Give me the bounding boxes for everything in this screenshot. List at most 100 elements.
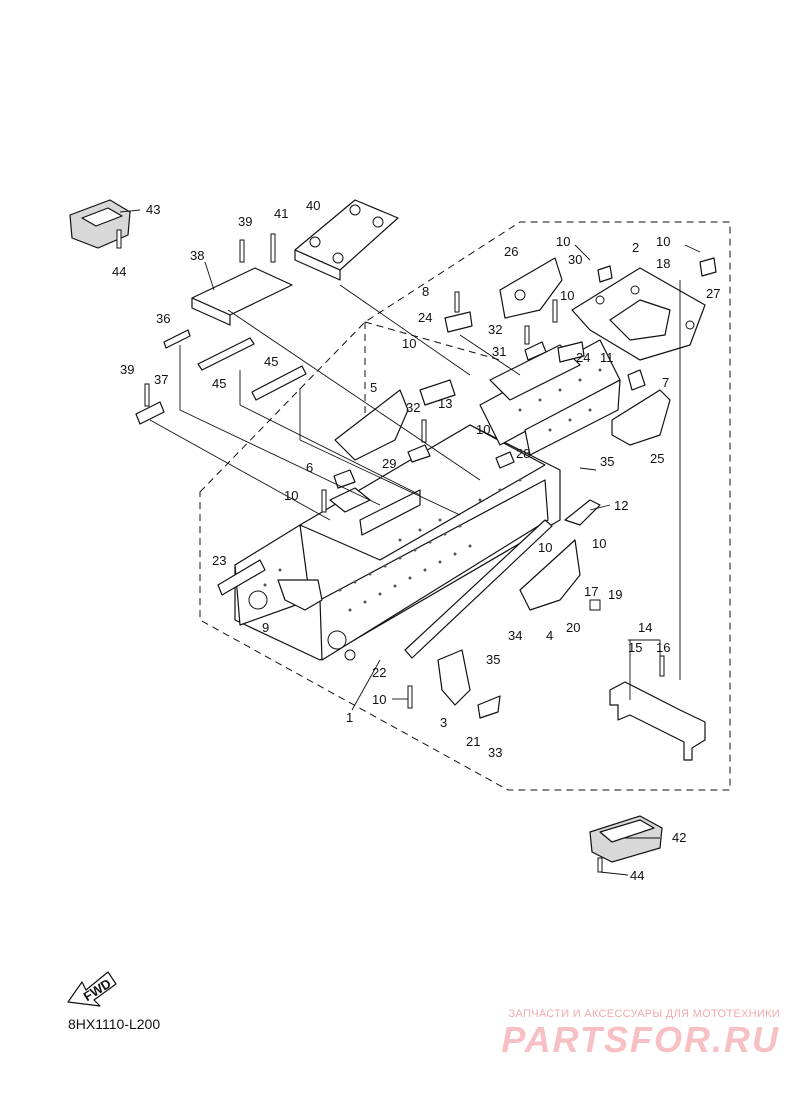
bracket-30 xyxy=(597,265,613,283)
gusset-9 xyxy=(277,579,323,611)
rail-22 xyxy=(404,519,553,659)
footrest-43 xyxy=(69,199,131,249)
assembly-boundary-main xyxy=(199,221,731,791)
plate-25 xyxy=(611,389,671,446)
callout-16: 16 xyxy=(656,640,670,655)
diagram-code: 8HX1110-L200 xyxy=(68,1016,161,1032)
callout-8: 8 xyxy=(422,284,429,299)
callout-10-g: 10 xyxy=(538,540,552,555)
bracket-2 xyxy=(571,267,706,361)
callout-2: 2 xyxy=(632,240,639,255)
callout-24-a: 24 xyxy=(418,310,432,325)
callout-30: 30 xyxy=(568,252,582,267)
callout-13: 13 xyxy=(438,396,452,411)
assembly-boundary-inner xyxy=(364,321,501,430)
bracket-28 xyxy=(495,451,515,469)
callout-10-a: 10 xyxy=(556,234,570,249)
callout-32-a: 32 xyxy=(488,322,502,337)
callout-7: 7 xyxy=(662,375,669,390)
callout-40: 40 xyxy=(306,198,320,213)
callout-21: 21 xyxy=(466,734,480,749)
callout-9: 9 xyxy=(262,620,269,635)
watermark-brand: PARTSFOR.RU xyxy=(501,1019,780,1060)
pad-37 xyxy=(135,401,165,425)
plate-4 xyxy=(519,539,581,611)
footrest-42 xyxy=(589,815,663,863)
callout-31: 31 xyxy=(492,344,506,359)
callout-36: 36 xyxy=(156,311,170,326)
callout-6: 6 xyxy=(306,460,313,475)
plate-21 xyxy=(477,695,501,719)
strip-45-left xyxy=(197,337,255,371)
callout-10-i: 10 xyxy=(372,692,386,707)
leader-lines xyxy=(119,209,701,876)
bracket-24-lower xyxy=(557,341,585,363)
bracket-6 xyxy=(333,469,356,489)
callout-labels: 1 2 3 4 5 6 7 8 9 10 10 10 10 10 10 10 1… xyxy=(112,198,720,883)
upper-tunnel-frame xyxy=(479,339,621,456)
callout-29: 29 xyxy=(382,456,396,471)
bracket-31 xyxy=(524,341,547,361)
callout-10-d: 10 xyxy=(402,336,416,351)
bolts xyxy=(116,229,665,873)
callout-44-a: 44 xyxy=(112,264,126,279)
watermark-tagline: ЗАПЧАСТИ И АКСЕССУАРЫ ДЛЯ МОТОТЕХНИКИ xyxy=(508,1008,780,1020)
callout-18: 18 xyxy=(656,256,670,271)
callout-45-b: 45 xyxy=(264,354,278,369)
callout-35-b: 35 xyxy=(486,652,500,667)
bracket-3 xyxy=(437,649,471,706)
callout-22: 22 xyxy=(372,665,386,680)
callout-10-f: 10 xyxy=(284,488,298,503)
rail-23 xyxy=(217,559,266,596)
callout-26: 26 xyxy=(504,244,518,259)
bracket-24-upper xyxy=(444,311,473,333)
plate-5 xyxy=(334,389,409,461)
fwd-arrow: FWD xyxy=(67,971,117,1007)
callout-12: 12 xyxy=(614,498,628,513)
callout-39-b: 39 xyxy=(120,362,134,377)
bracket-7 xyxy=(627,369,646,391)
callout-15: 15 xyxy=(628,640,642,655)
strip-45-right xyxy=(251,365,307,401)
callout-3: 3 xyxy=(440,715,447,730)
callout-35-a: 35 xyxy=(600,454,614,469)
bracket-29 xyxy=(407,444,431,463)
callout-23: 23 xyxy=(212,553,226,568)
pad-36 xyxy=(163,329,191,349)
callout-39-a: 39 xyxy=(238,214,252,229)
callout-27: 27 xyxy=(706,286,720,301)
callout-10-h: 10 xyxy=(592,536,606,551)
callout-44-b: 44 xyxy=(630,868,644,883)
bracket-12 xyxy=(564,499,601,526)
plate-26 xyxy=(499,257,563,319)
callout-20: 20 xyxy=(566,620,580,635)
callout-45-a: 45 xyxy=(212,376,226,391)
callout-33: 33 xyxy=(488,745,502,760)
callout-41: 41 xyxy=(274,206,288,221)
callout-10-b: 10 xyxy=(656,234,670,249)
callout-10-e: 10 xyxy=(476,422,490,437)
cover-40 xyxy=(294,199,399,281)
callout-34: 34 xyxy=(508,628,522,643)
callout-24-b: 24 xyxy=(576,350,590,365)
callout-4: 4 xyxy=(546,628,553,643)
watermark: ЗАПЧАСТИ И АКСЕССУАРЫ ДЛЯ МОТОТЕХНИКИ PA… xyxy=(501,1008,780,1060)
cover-38 xyxy=(191,267,293,326)
callout-19: 19 xyxy=(608,587,622,602)
callout-11: 11 xyxy=(600,350,614,365)
plate-13 xyxy=(419,379,456,406)
callout-25: 25 xyxy=(650,451,664,466)
callout-5: 5 xyxy=(370,380,377,395)
callout-17: 17 xyxy=(584,584,598,599)
callout-42: 42 xyxy=(672,830,686,845)
callout-14: 14 xyxy=(638,620,652,635)
callout-32-b: 32 xyxy=(406,400,420,415)
callout-37: 37 xyxy=(154,372,168,387)
callout-43: 43 xyxy=(146,202,160,217)
bracket-27 xyxy=(699,257,717,277)
callout-10-c: 10 xyxy=(560,288,574,303)
callout-38: 38 xyxy=(190,248,204,263)
callout-1: 1 xyxy=(346,710,353,725)
